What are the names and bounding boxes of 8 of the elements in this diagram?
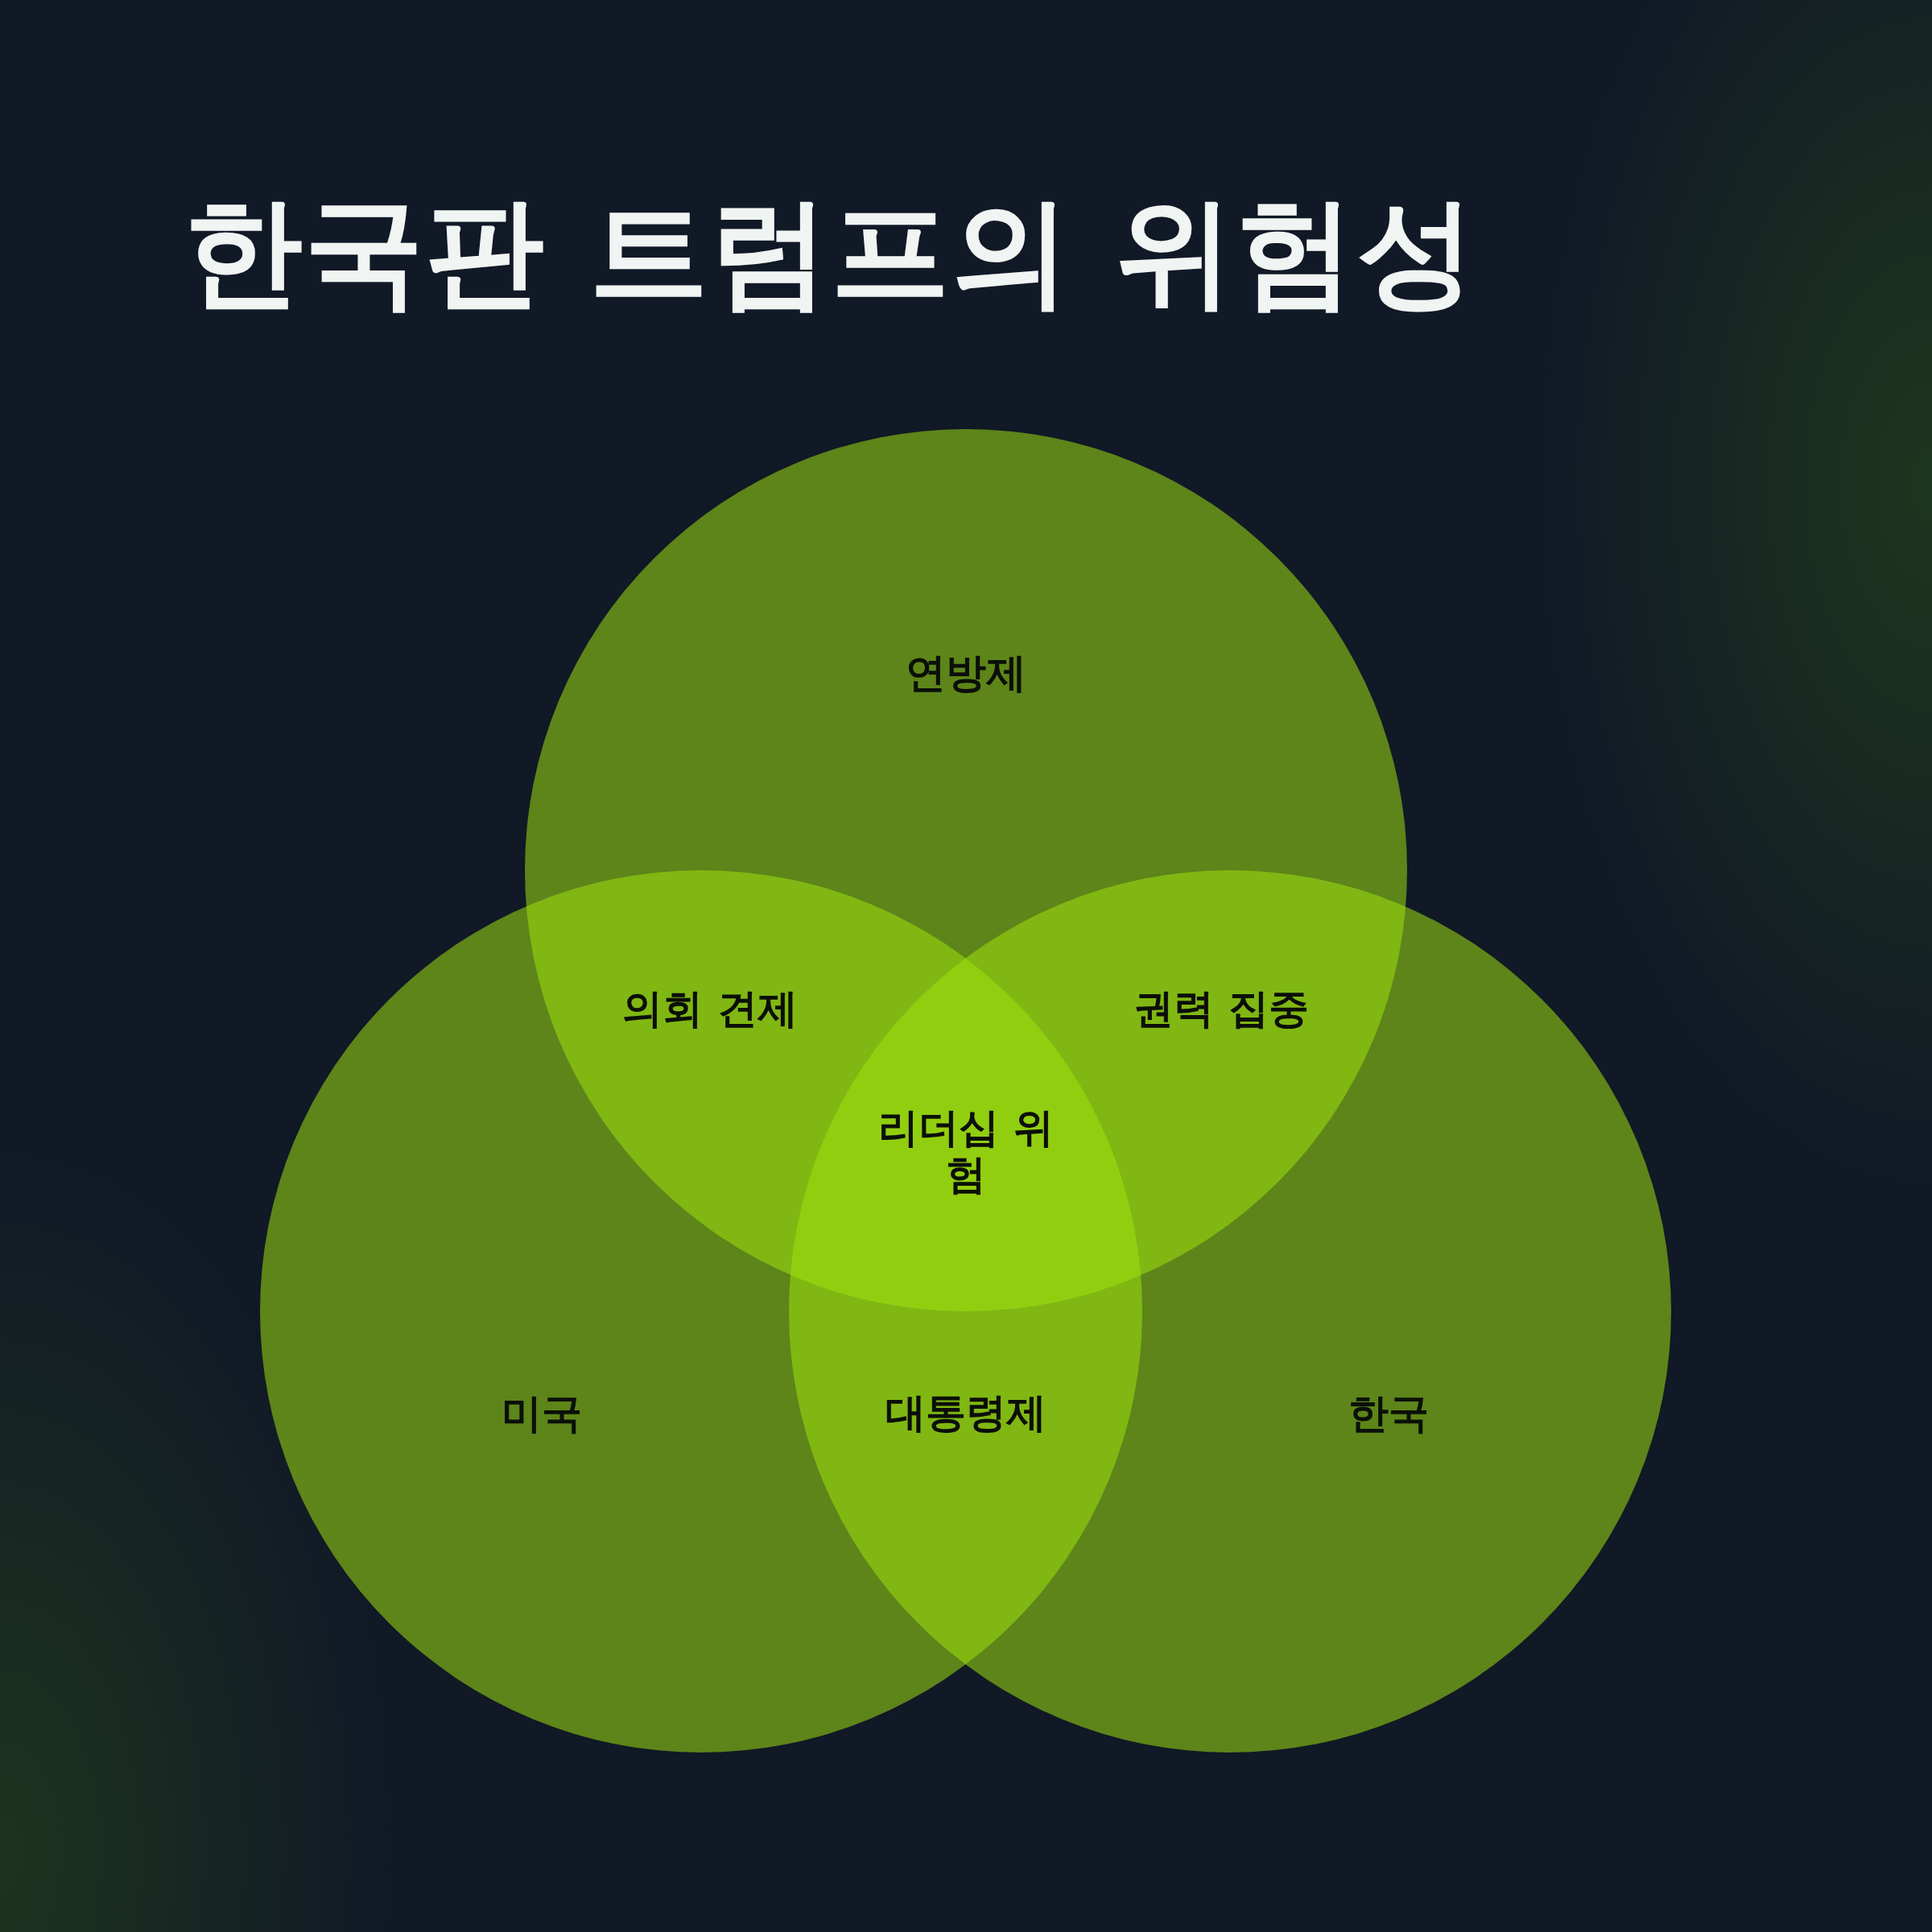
overlap-label: 대통령제 <box>885 1390 1047 1437</box>
set-label: 한국 <box>1348 1389 1429 1439</box>
set-label: 연방제 <box>906 648 1026 698</box>
overlap-label: 권력 집중 <box>1133 986 1310 1033</box>
set-label: 미국 <box>502 1389 582 1439</box>
title: 한국판 트럼프의 위험성 <box>184 182 1478 323</box>
overlap-label: 의회 견제 <box>621 986 799 1033</box>
overlap-label: 리더십 위험 <box>877 1104 1055 1198</box>
